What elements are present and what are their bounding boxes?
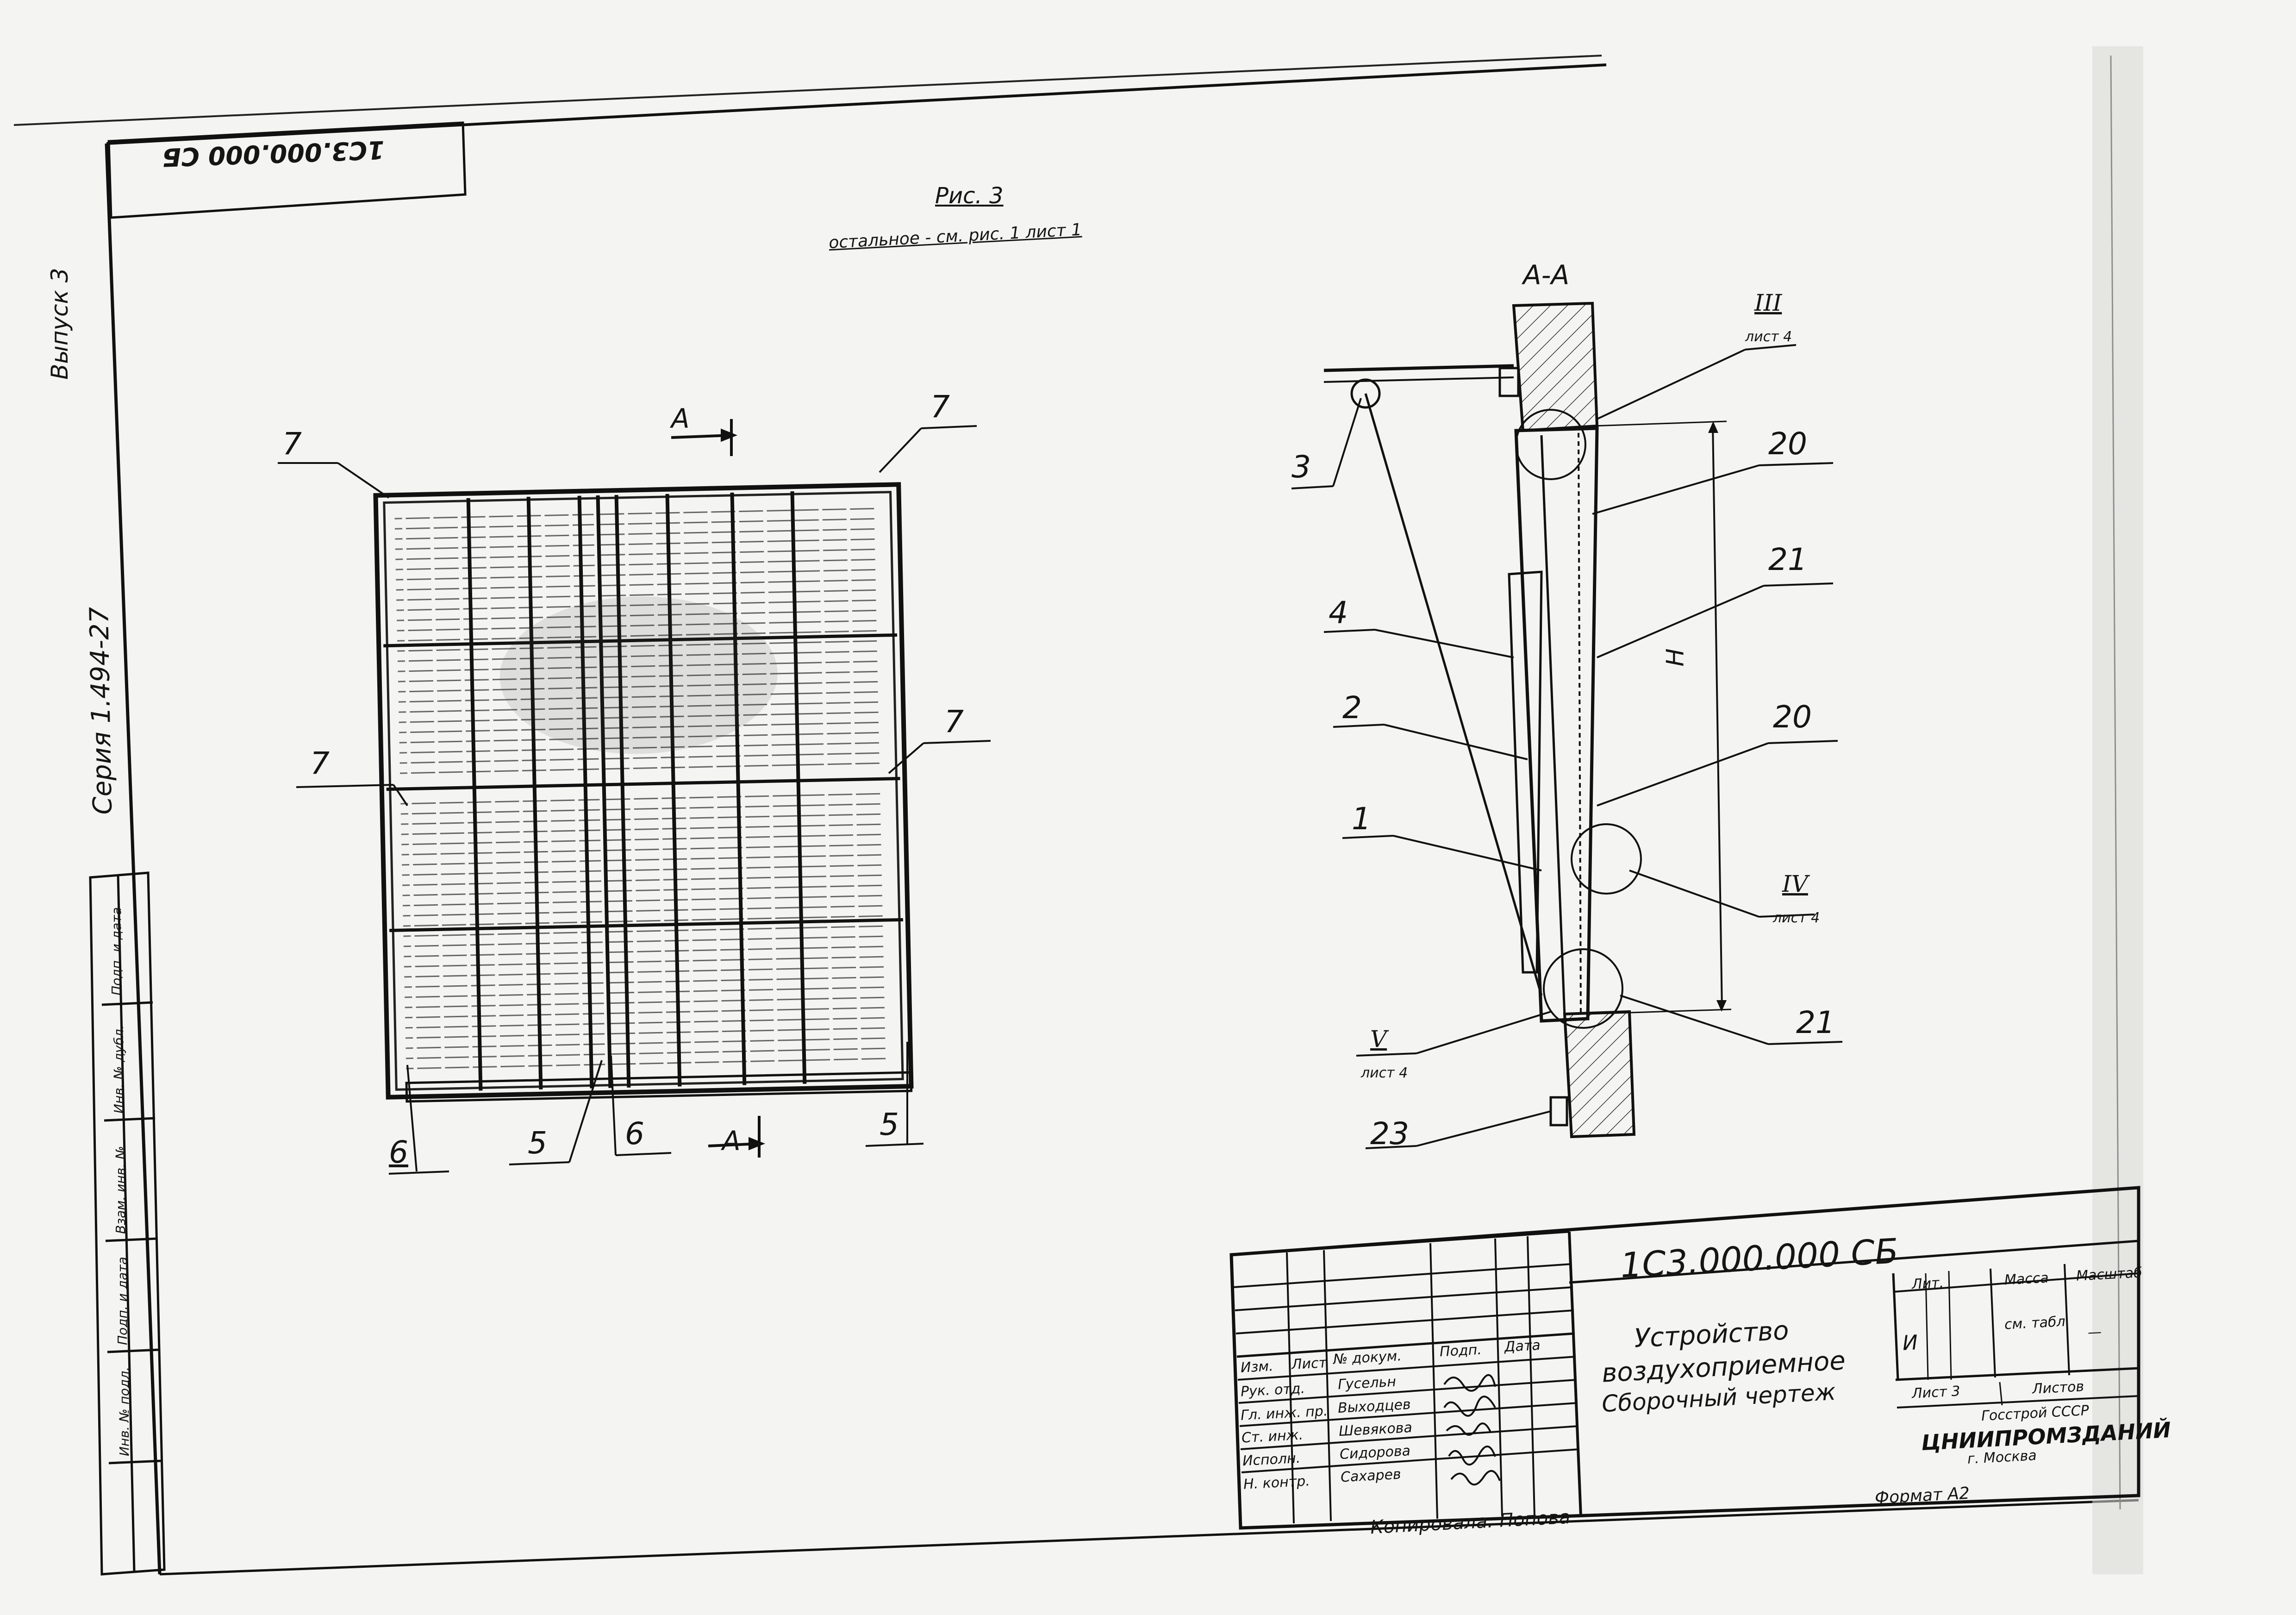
section-callout-3: 3 <box>1292 449 1311 485</box>
left-stamp-strip <box>89 871 166 1576</box>
section-mark-a-bottom: А <box>722 1125 741 1157</box>
detail-circle-v <box>1543 948 1623 1029</box>
title-block-grid <box>1229 1186 2140 1530</box>
section-frame <box>1514 426 1599 1023</box>
tb-sheets-label: Листов <box>2032 1378 2084 1397</box>
section-callout-21-top: 21 <box>1768 542 1807 577</box>
plan-callout-5-right: 5 <box>880 1107 899 1142</box>
section-view <box>1323 301 1732 1139</box>
section-callout-2: 2 <box>1342 690 1362 726</box>
tb-scale-header: Масштаб <box>2076 1264 2143 1284</box>
tb-lit-value: И <box>1902 1331 1919 1355</box>
section-callout-20-top: 20 <box>1768 426 1807 462</box>
plan-callout-7-ml: 7 <box>310 745 330 781</box>
cable-line <box>1364 393 1543 996</box>
section-callout-23: 23 <box>1370 1116 1409 1152</box>
plan-leaders <box>278 425 991 1175</box>
section-cut-marks <box>671 419 766 1158</box>
plan-callout-6-mid: 6 <box>625 1116 644 1152</box>
scan-edge-noise <box>2092 46 2143 1574</box>
tb-mass-header: Масса <box>2004 1270 2049 1289</box>
frame-bottom <box>159 1499 2139 1576</box>
detail-ref-v-num: V <box>1370 1026 1387 1052</box>
wall-bottom <box>1563 1010 1636 1139</box>
tb-lit-header: Лит. <box>1911 1275 1944 1293</box>
detail-ref-iv-sheet: лист 4 <box>1773 910 1820 926</box>
plan-callout-7-mr: 7 <box>944 704 964 739</box>
plan-callout-7-tr: 7 <box>930 389 950 425</box>
tb-mass-value: см. табл. <box>2004 1313 2071 1333</box>
plan-callout-7-tl: 7 <box>282 426 302 462</box>
tb-scale-value: — <box>2087 1324 2102 1341</box>
figure-title: Рис. 3 <box>935 183 1004 209</box>
detail-ref-iii-sheet: лист 4 <box>1745 329 1792 345</box>
section-callout-4: 4 <box>1329 595 1348 631</box>
plan-callout-5-mid: 5 <box>528 1125 547 1161</box>
tb-sheet-label: Лист 3 <box>1911 1383 1961 1402</box>
corner-code-box <box>107 121 467 219</box>
plan-callout-6-left: 6 <box>389 1134 408 1170</box>
sheet-edge-top <box>13 55 1602 126</box>
section-callout-21-bottom: 21 <box>1796 1005 1835 1040</box>
section-callout-20-mid: 20 <box>1773 699 1812 735</box>
detail-ref-iv-num: IV <box>1782 870 1808 897</box>
section-leaders <box>1291 344 1843 1149</box>
plan-view <box>373 482 914 1103</box>
detail-ref-v-sheet: лист 4 <box>1361 1065 1408 1081</box>
section-mark-a-top: А <box>671 403 690 434</box>
section-label: А-А <box>1523 259 1570 291</box>
frame-left <box>105 143 162 1575</box>
frame-top <box>106 63 1607 145</box>
detail-circle-iii <box>1515 409 1586 480</box>
detail-circle-iv <box>1571 823 1642 895</box>
detail-ref-iii-num: III <box>1754 289 1782 316</box>
section-callout-1: 1 <box>1352 801 1371 837</box>
